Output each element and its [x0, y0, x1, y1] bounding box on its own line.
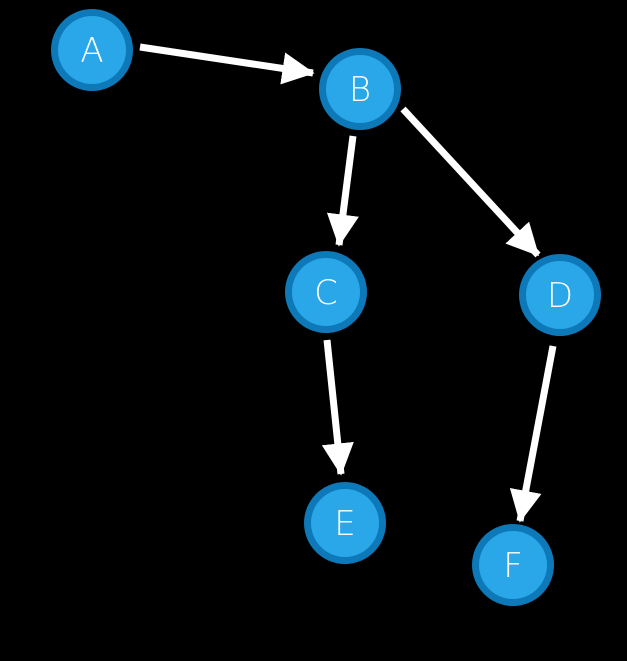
node-fill — [326, 55, 394, 123]
node-B[interactable]: B — [319, 48, 401, 130]
edge-C-E — [321, 339, 354, 476]
edge-A-B — [139, 43, 315, 85]
nodes-layer: A B C D E F — [51, 9, 601, 606]
node-D[interactable]: D — [519, 254, 601, 336]
edge-B-D — [400, 106, 541, 258]
node-F[interactable]: F — [472, 524, 554, 606]
node-A[interactable]: A — [51, 9, 133, 91]
node-label: A — [80, 31, 103, 71]
node-label: F — [503, 546, 523, 586]
edges-layer — [139, 43, 557, 523]
node-E[interactable]: E — [304, 482, 386, 564]
node-label: D — [547, 276, 573, 316]
node-label: C — [314, 273, 338, 313]
node-fill — [58, 16, 126, 84]
edge-D-F — [509, 345, 557, 523]
node-fill — [526, 261, 594, 329]
edge-B-C — [326, 135, 359, 247]
node-fill — [479, 531, 547, 599]
node-label: E — [334, 504, 355, 544]
node-fill — [292, 258, 360, 326]
node-C[interactable]: C — [285, 251, 367, 333]
node-fill — [311, 489, 379, 557]
node-label: B — [349, 70, 371, 110]
